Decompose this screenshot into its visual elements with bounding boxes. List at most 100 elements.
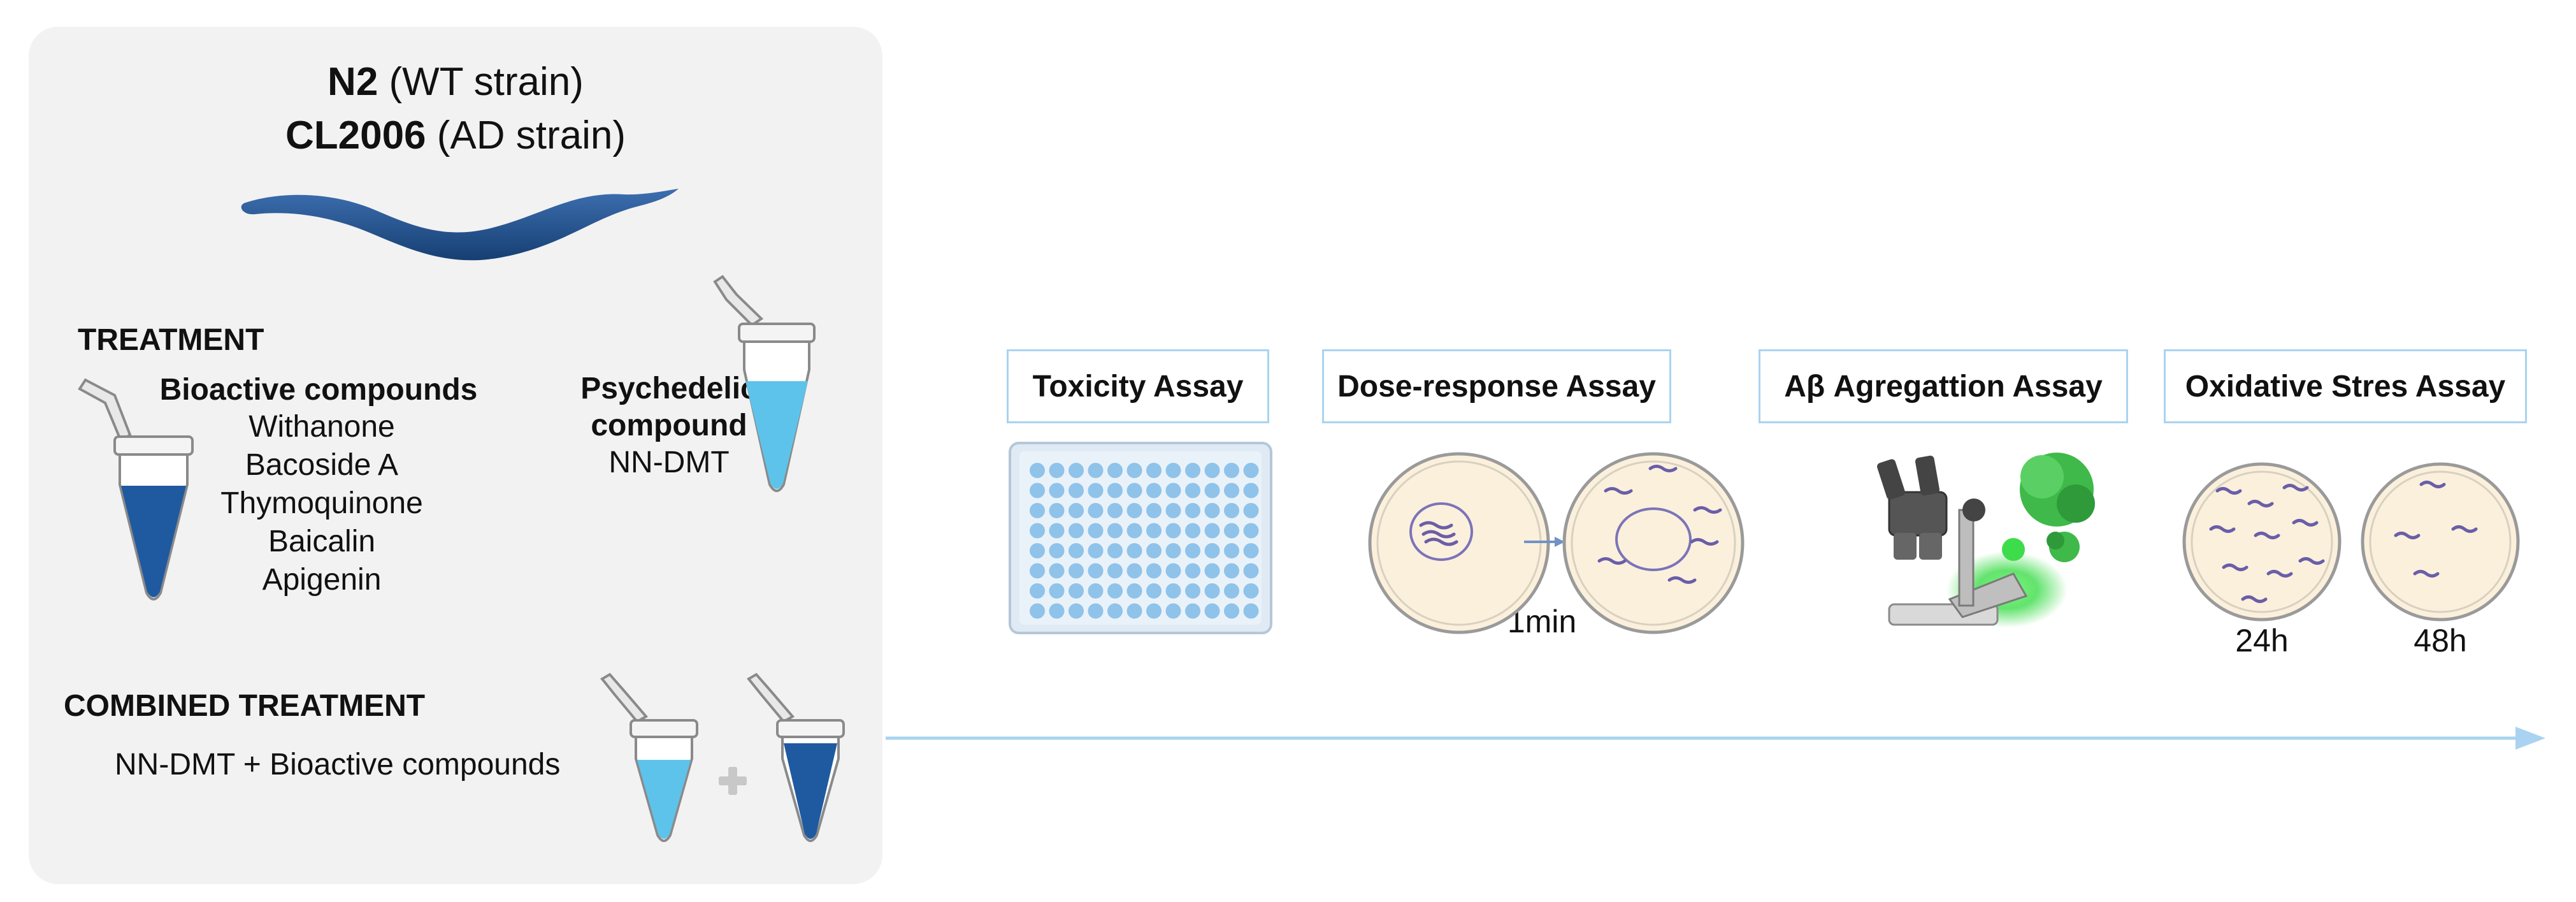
plate-well xyxy=(1049,543,1065,558)
psychedelic-title-line2: compound xyxy=(591,409,747,442)
plate-well xyxy=(1165,463,1181,478)
plate-well xyxy=(1185,543,1200,558)
plate-well xyxy=(1243,583,1259,599)
plate-well xyxy=(1146,523,1162,539)
plate-well xyxy=(1069,603,1084,619)
plate-well xyxy=(1146,483,1162,498)
plate-well xyxy=(1243,463,1259,478)
plate-well xyxy=(1146,583,1162,599)
bioactive-item: Thymoquinone xyxy=(220,486,423,520)
plate-well xyxy=(1165,503,1181,518)
plate-well xyxy=(1069,503,1084,518)
assay-oxidative-stress: Oxidative Stres Assay xyxy=(2164,349,2527,423)
small-arrow xyxy=(1524,537,1565,547)
plate-well xyxy=(1243,523,1259,539)
plate-well xyxy=(1069,483,1084,498)
plate-well xyxy=(1185,583,1200,599)
plate-well xyxy=(1030,523,1045,539)
plate-well xyxy=(1107,583,1123,599)
petri-dish-icon xyxy=(1562,452,1745,634)
plate-well xyxy=(1030,603,1045,619)
tube-combined-light-icon xyxy=(600,673,698,842)
plate-well xyxy=(1107,523,1123,539)
plate-well xyxy=(1107,503,1123,518)
plate-well xyxy=(1224,603,1239,619)
plate-well xyxy=(1107,563,1123,579)
petri-dish-24h-icon xyxy=(2182,462,2342,622)
psychedelic-title-line1: Psychedelic xyxy=(580,372,758,405)
plate-well xyxy=(1088,503,1104,518)
plate-well xyxy=(1069,523,1084,539)
plate-well xyxy=(1088,483,1104,498)
plate-well xyxy=(1049,563,1065,579)
plate-well xyxy=(1088,523,1104,539)
plate-well xyxy=(1165,563,1181,579)
strain-n2: N2 (WT strain) xyxy=(327,60,584,104)
assay-dose-response: Dose-response Assay xyxy=(1322,349,1671,423)
abeta-aggregate-icon xyxy=(2020,453,2095,562)
tube-psychedelic-icon xyxy=(713,275,816,492)
plate-well xyxy=(1185,603,1200,619)
worm-icon xyxy=(241,189,679,261)
assay-abeta-aggregation: Aβ Agregattion Assay xyxy=(1759,349,2128,423)
bioactive-item: Apigenin xyxy=(262,563,382,597)
plus-icon xyxy=(719,767,747,795)
plate-well xyxy=(1204,543,1220,558)
plate-well xyxy=(1224,503,1239,518)
plate-well xyxy=(1088,463,1104,478)
plate-well xyxy=(1088,543,1104,558)
time-48h: 48h xyxy=(2414,623,2467,658)
plate-well xyxy=(1224,583,1239,599)
plate-well xyxy=(1204,503,1220,518)
plate-well xyxy=(1146,503,1162,518)
time-24h: 24h xyxy=(2235,623,2289,658)
plate-well xyxy=(1030,503,1045,518)
plate-well xyxy=(1224,523,1239,539)
plate-well xyxy=(1185,483,1200,498)
plate-well xyxy=(1185,463,1200,478)
well-plate-icon xyxy=(1009,442,1272,634)
plate-well xyxy=(1069,583,1084,599)
plate-well xyxy=(1204,583,1220,599)
plate-well xyxy=(1126,583,1142,599)
plate-well xyxy=(1185,563,1200,579)
plate-well xyxy=(1126,603,1142,619)
plate-well xyxy=(1224,463,1239,478)
plate-well xyxy=(1204,523,1220,539)
plate-well xyxy=(1069,463,1084,478)
plate-well xyxy=(1049,523,1065,539)
plate-well xyxy=(1243,563,1259,579)
microscope-icon xyxy=(1877,455,2068,628)
plate-well xyxy=(1165,543,1181,558)
combined-text: NN-DMT + Bioactive compounds xyxy=(115,748,561,782)
plate-well xyxy=(1030,463,1045,478)
combined-heading: COMBINED TREATMENT xyxy=(64,689,426,723)
plate-well xyxy=(1243,503,1259,518)
plate-well xyxy=(1030,583,1045,599)
plate-well xyxy=(1030,563,1045,579)
plate-well xyxy=(1126,523,1142,539)
plate-well xyxy=(1107,603,1123,619)
plate-well xyxy=(1088,563,1104,579)
psychedelic-item: NN-DMT xyxy=(608,446,730,479)
plate-well xyxy=(1146,543,1162,558)
plate-well xyxy=(1107,543,1123,558)
plate-well xyxy=(1126,543,1142,558)
plate-well xyxy=(1049,463,1065,478)
plate-well xyxy=(1069,563,1084,579)
timeline-arrow xyxy=(886,727,2545,750)
plate-well xyxy=(1107,463,1123,478)
bioactive-title: Bioactive compounds xyxy=(159,373,478,407)
plate-well xyxy=(1146,603,1162,619)
plate-well xyxy=(1243,483,1259,498)
plate-well xyxy=(1204,563,1220,579)
plate-well xyxy=(1069,543,1084,558)
plate-well xyxy=(1243,603,1259,619)
plate-well xyxy=(1126,483,1142,498)
plate-well xyxy=(1049,483,1065,498)
plate-well xyxy=(1224,543,1239,558)
plate-well xyxy=(1030,543,1045,558)
plate-well xyxy=(1204,603,1220,619)
plate-well xyxy=(1088,583,1104,599)
